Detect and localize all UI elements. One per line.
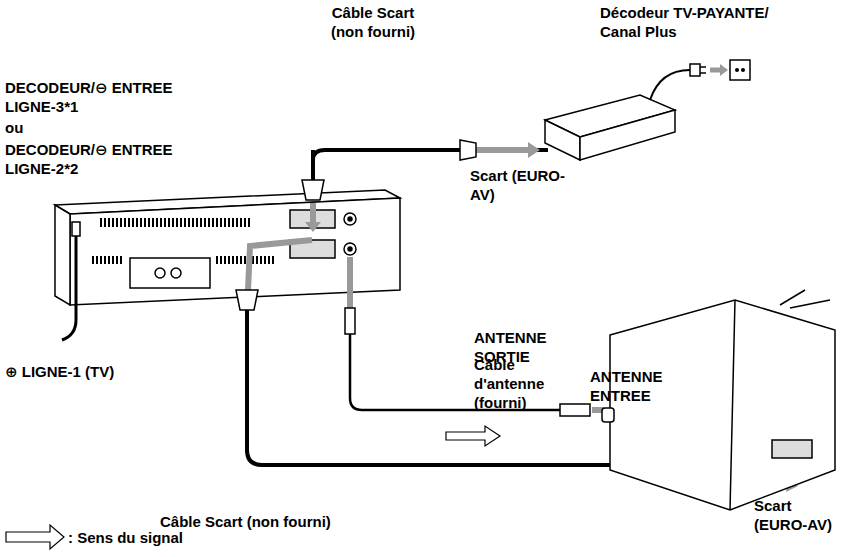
callout-label: ANTENNE ENTREE (590, 367, 680, 405)
callout-label: Scart (EURO-AV) (754, 496, 846, 534)
callout-label: Câble Scart (non fourni) (160, 512, 420, 531)
callout-label: Décodeur TV-PAYANTE/ Canal Plus (600, 3, 800, 41)
callout-label: Scart (EURO-AV) (470, 166, 570, 204)
callout-label: DECODEUR/⊖ ENTREE LIGNE-3*1 (5, 78, 180, 116)
callout-label: Câble d'antenne (fourni) (474, 355, 569, 412)
callout-label: ou (5, 118, 65, 137)
legend-arrow (6, 525, 64, 549)
legend-text: : Sens du signal (68, 528, 183, 547)
decoder (545, 95, 675, 160)
callout-label: Câble Scart (non fourni) (318, 3, 428, 41)
callout-label: ⊕ LIGNE-1 (TV) (5, 362, 115, 381)
callout-label: DECODEUR/⊖ ENTREE LIGNE-2*2 (5, 140, 180, 178)
